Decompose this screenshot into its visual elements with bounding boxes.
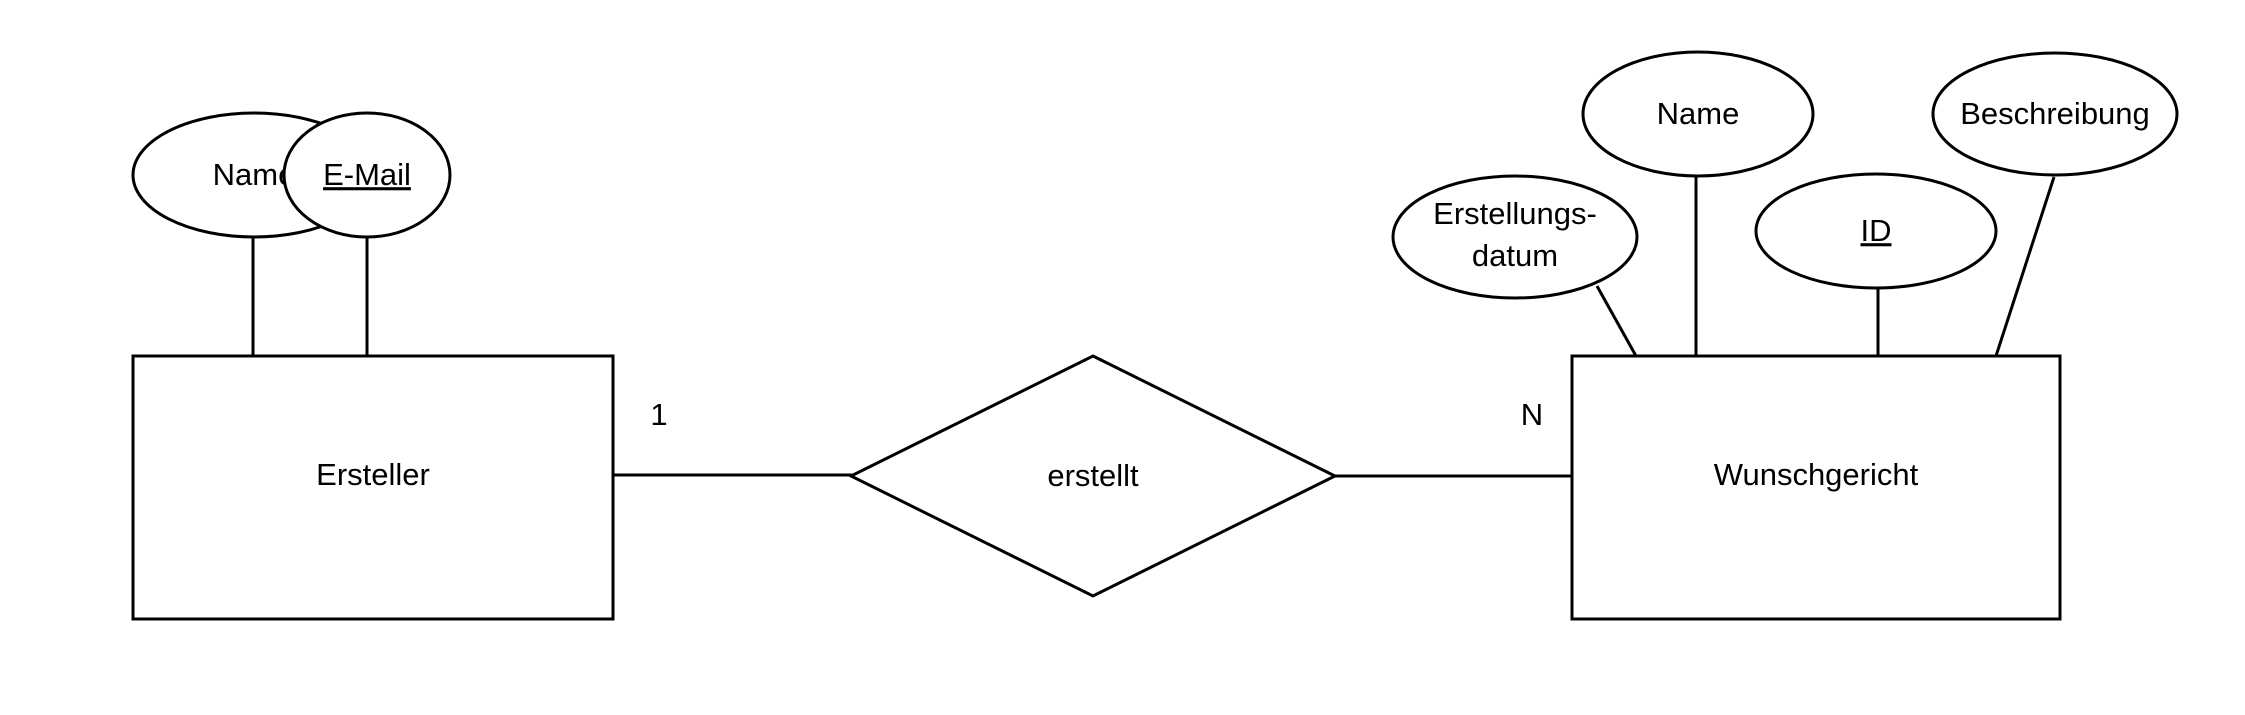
relationship-label-erstellt: erstellt: [1047, 458, 1139, 493]
attribute-label-wunschgericht-name: Name: [1657, 96, 1740, 131]
attribute-ellipse-wunschgericht-id[interactable]: [1754, 172, 1998, 290]
attribute-ellipse-wunschgericht-name[interactable]: [1581, 50, 1815, 178]
attribute-label-wunschgericht-erstellungsdatum-line2: datum: [1472, 238, 1558, 273]
entity-label-wunschgericht: Wunschgericht: [1714, 457, 1919, 492]
entity-box-wunschgericht[interactable]: [1570, 354, 2062, 621]
cardinality-label-one: 1: [650, 397, 667, 432]
connector-wunschgericht-erstellungsdatum: [1595, 285, 1638, 357]
cardinality-label-many: N: [1521, 397, 1543, 432]
attribute-ellipse-ersteller-email[interactable]: [282, 111, 452, 239]
entity-box-ersteller[interactable]: [131, 354, 615, 621]
connector-wunschgericht-beschreibung: [1994, 176, 2056, 357]
attribute-label-ersteller-name: Name: [213, 157, 296, 192]
attribute-label-wunschgericht-erstellungsdatum-line1: Erstellungs-: [1433, 196, 1597, 231]
relationship-diamond-erstellt[interactable]: [847, 354, 1339, 598]
attribute-ellipse-wunschgericht-erstellungsdatum[interactable]: [1391, 174, 1639, 300]
entity-label-ersteller: Ersteller: [316, 457, 430, 492]
attribute-ellipse-wunschgericht-beschreibung[interactable]: [1931, 51, 2179, 177]
attribute-label-wunschgericht-beschreibung: Beschreibung: [1960, 96, 2150, 131]
attribute-label-wunschgericht-id: ID: [1861, 213, 1892, 248]
attribute-label-ersteller-email: E-Mail: [323, 157, 411, 192]
